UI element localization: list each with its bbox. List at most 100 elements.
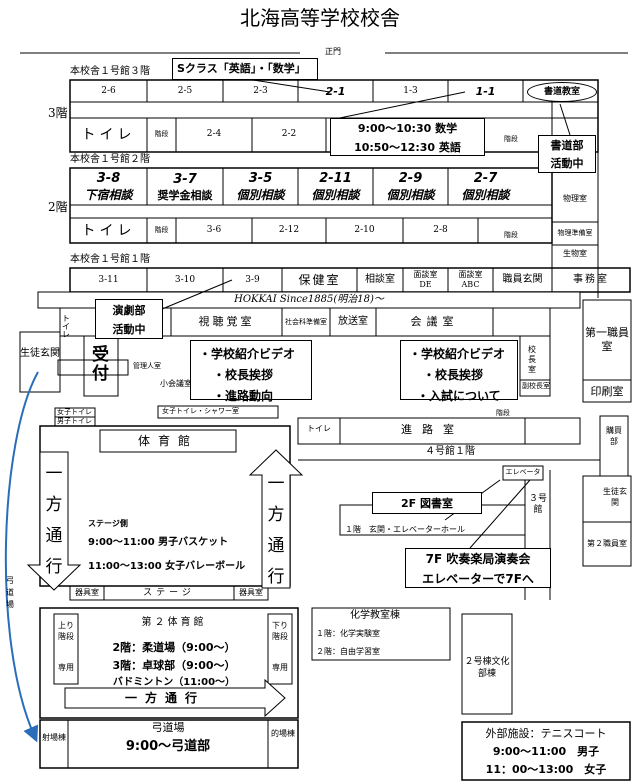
schedule-line-2: 10:50～12:30 英語 — [354, 140, 461, 154]
small-conference: 小会議室 — [160, 379, 192, 388]
one-way-left: 一 方 通 行 — [40, 464, 68, 577]
stairs-right-3f: 階段 — [504, 135, 518, 143]
room-2-11: 2-11 個別相談 — [298, 170, 373, 204]
room-purpose: 下宿相談 — [84, 188, 133, 202]
schedule-callout-3f: 9:00～10:30 数学 10:50～12:30 英語 — [330, 118, 485, 156]
stairs-right-1f: 階段 — [496, 409, 510, 417]
concert-callout: 7F 吹奏楽局演奏会 エレベーターで7Fへ — [405, 548, 551, 588]
room-1-3: 1-3 — [403, 86, 418, 96]
hokkai-banner: HOKKAI Since1885(明治18)～ — [234, 294, 384, 305]
concert-line-2: エレベーターで7Fへ — [422, 571, 534, 586]
one-way-char: 通 — [45, 526, 63, 546]
stairs-right-2f: 階段 — [504, 231, 518, 239]
gym-schedule-1: 9:00～11:00 男子バスケット — [88, 537, 229, 548]
conference-room: 会議室 — [410, 315, 459, 328]
room-2-5: 2-5 — [177, 86, 193, 96]
room-2-8: 2-8 — [433, 225, 448, 235]
room-3-10: 3-10 — [174, 275, 196, 285]
boys-toilet: 男子トイレ — [57, 417, 92, 425]
page-title: 北海高等学校校舎 — [240, 6, 400, 30]
room-2-1: 2-1 — [325, 85, 346, 98]
room-2-9: 2-9 個別相談 — [373, 170, 448, 204]
stairs-down-sub: 専用 — [272, 663, 288, 672]
equipment-room-left: 器具室 — [75, 588, 99, 597]
room-2-2: 2-2 — [281, 129, 297, 139]
vice-principal-room: 副校長室 — [522, 382, 550, 390]
building-label-2f: 本校舎１号館２階 — [70, 154, 150, 165]
drama-active: 活動中 — [112, 322, 146, 336]
room-3-11: 3-11 — [98, 275, 119, 285]
video-line: ・学校紹介ビデオ — [409, 347, 506, 361]
room-2-3: 2-3 — [253, 86, 268, 96]
building4-label: ４号館１階 — [425, 446, 475, 457]
audio-visual-room: 視聴覚室 — [198, 315, 255, 328]
stairs-up-sub: 専用 — [58, 663, 74, 672]
stairs-2f: 階段 — [154, 226, 169, 234]
room-number: 2-7 — [473, 171, 498, 186]
toilet-b4: トイレ — [307, 424, 331, 433]
video-line: ・入試について — [417, 389, 501, 403]
room-2-4: 2-4 — [206, 129, 222, 139]
one-way-char: 方 — [267, 505, 285, 525]
video-line: ・学校紹介ビデオ — [199, 347, 296, 361]
management-room: 管理人室 — [133, 362, 161, 370]
toilet-3f: トイレ — [81, 127, 136, 143]
girls-shower: 女子トイレ・シャワー室 — [162, 407, 239, 415]
print-room: 印刷室 — [590, 385, 624, 398]
room-1-1: 1-1 — [475, 85, 496, 98]
tennis-title: 外部施設：テニスコート — [485, 727, 607, 740]
gym2-line-1: 2階：柔道場（9:00～） — [112, 641, 236, 654]
counseling-room: 相談室 — [365, 274, 395, 285]
chem-floor-1: １階：化学実験室 — [316, 629, 380, 638]
chem-building: 化学教室棟 — [350, 610, 400, 621]
calligraphy-room: 書道教室 — [527, 82, 597, 102]
video-callout-2: ・学校紹介ビデオ ・校長挨拶 ・入試について — [400, 340, 518, 403]
social-studies-room: 社会科準備室 — [285, 318, 327, 326]
interview-room-abc: 面談室 ABC — [458, 270, 483, 289]
health-room: 保健室 — [298, 273, 341, 287]
staff-entrance: 職員玄関 — [502, 274, 543, 285]
video-line: ・校長挨拶 — [213, 368, 274, 382]
elevator: エレベータ — [505, 468, 541, 476]
toilet-2f: トイレ — [81, 223, 136, 239]
reception: 受付 — [92, 345, 109, 384]
room-purpose: 個別相談 — [461, 188, 510, 202]
room-3-8: 3-8 下宿相談 — [70, 170, 147, 204]
one-way-char: 方 — [45, 495, 63, 515]
room-2-7: 2-7 個別相談 — [448, 170, 523, 204]
guidance-room: 進路室 — [401, 423, 464, 436]
principal-room: 校長室 — [528, 345, 536, 374]
stairs-3f: 階段 — [154, 130, 169, 138]
room-number: 2-11 — [319, 171, 352, 186]
concert-line-1: 7F 吹奏楽局演奏会 — [425, 551, 531, 566]
room-3-9: 3-9 — [245, 275, 260, 285]
gate-label: 正門 — [325, 47, 341, 56]
one-way-char: 一 — [267, 474, 285, 494]
chem-floor-2: ２階：自由学習室 — [316, 647, 380, 656]
archery-hall: 弓道場 — [151, 721, 185, 734]
drama-club-callout: 演劇部 活動中 — [95, 299, 163, 339]
floor-label-3f: 3階 — [48, 106, 68, 120]
target-building: 的場棟 — [271, 729, 295, 738]
staff-room-1: 第一職員室 — [585, 326, 629, 353]
broadcast-room: 放送室 — [338, 316, 368, 327]
one-way-bottom: 一方通行 — [124, 691, 205, 705]
tennis-line-1: 9:00～11:00 男子 — [492, 745, 600, 758]
building3-label: ３号館 — [529, 494, 548, 515]
toilet-1f: トイレ — [62, 314, 70, 339]
archery-schedule: 9:00～弓道部 — [125, 739, 211, 754]
one-way-right: 一 方 通 行 — [262, 474, 290, 587]
video-callout-1: ・学校紹介ビデオ ・校長挨拶 ・進路動向 — [190, 340, 312, 403]
shooting-building: 射場棟 — [42, 733, 66, 742]
room-number: 3-7 — [173, 171, 197, 187]
stairs-down: 下り階段 — [272, 621, 288, 641]
room-purpose: 個別相談 — [236, 188, 285, 202]
archery-side-label: 弓道場 — [6, 576, 14, 609]
room-purpose: 個別相談 — [311, 188, 360, 202]
gym2-line-3: バドミントン（11:00～） — [112, 677, 236, 688]
room-purpose: 個別相談 — [386, 188, 435, 202]
entrance-hall: １階 玄関・エレベーターホール — [345, 525, 465, 534]
stage: ステージ — [143, 588, 195, 598]
tennis-line-2: 11：00～13:00 女子 — [485, 763, 607, 776]
